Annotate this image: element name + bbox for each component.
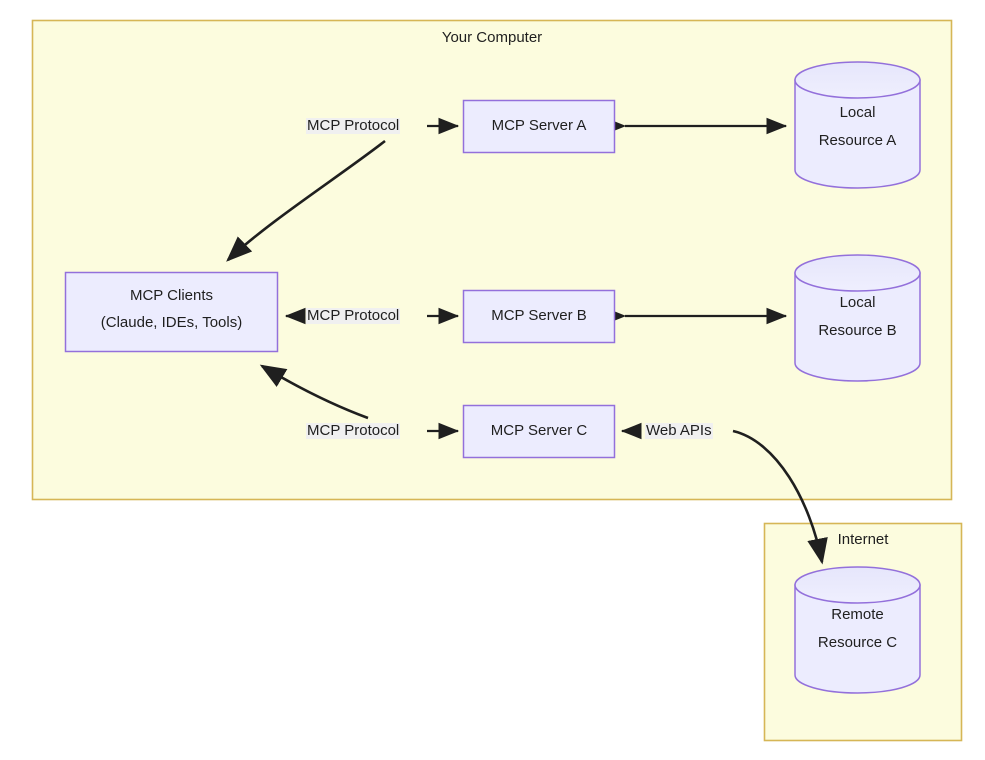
node-remote-resource-c[interactable] — [794, 566, 921, 694]
edge-webapis-to-remote-c — [732, 429, 828, 565]
container-title-internet: Internet — [837, 531, 889, 548]
node-mcp-clients[interactable] — [64, 271, 279, 353]
node-mcp-server-a[interactable] — [462, 99, 616, 154]
edge-label-mcp-protocol-c: MCP Protocol — [306, 422, 401, 439]
container-title-your-computer: Your Computer — [441, 29, 543, 46]
node-local-resource-a[interactable] — [794, 61, 921, 189]
edge-protocol-c-to-clients — [259, 364, 369, 420]
edge-label-mcp-protocol-a: MCP Protocol — [306, 117, 401, 134]
node-mcp-server-b[interactable] — [462, 289, 616, 344]
node-local-resource-b[interactable] — [794, 254, 921, 382]
edge-label-mcp-protocol-b: MCP Protocol — [306, 307, 401, 324]
edge-label-web-apis: Web APIs — [645, 422, 713, 439]
edge-protocol-a-to-clients — [226, 139, 386, 262]
node-mcp-server-c[interactable] — [462, 404, 616, 459]
